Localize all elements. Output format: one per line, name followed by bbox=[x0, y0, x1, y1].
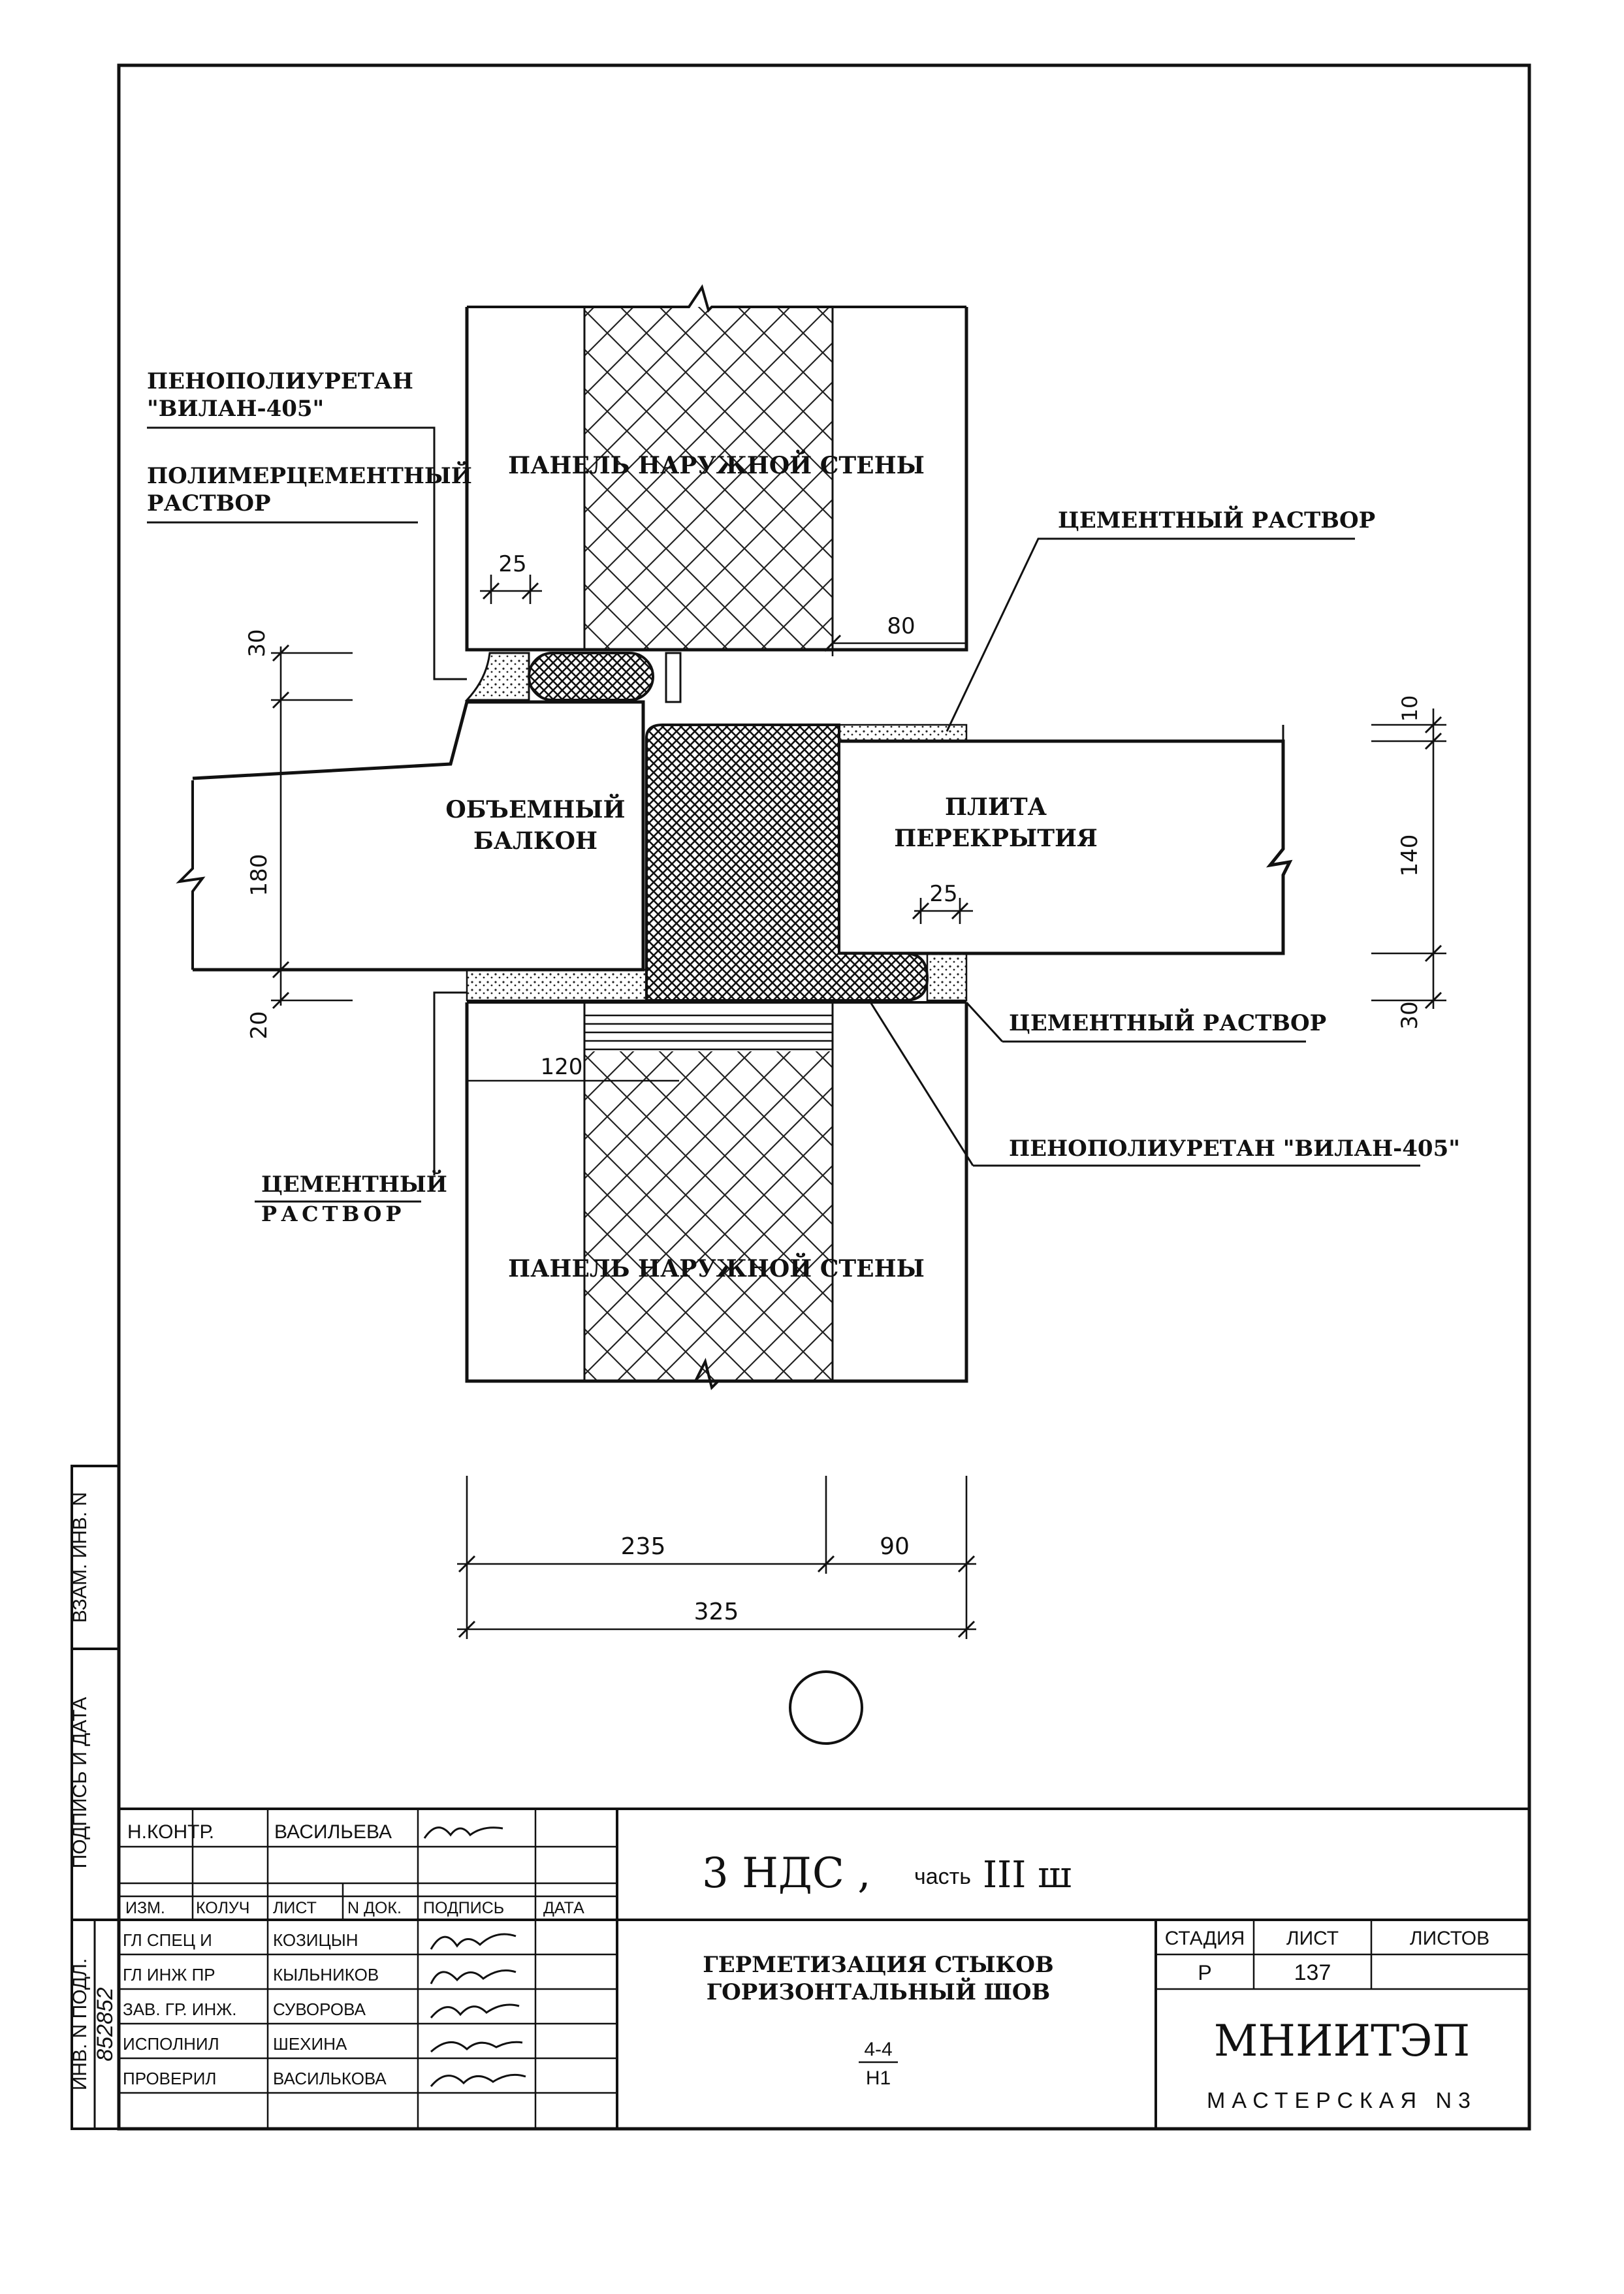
signatures bbox=[430, 1933, 526, 2087]
tb-sheet-head: ЛИСТ bbox=[1286, 1928, 1339, 1949]
stamp-inv-number: 852852 bbox=[93, 1987, 118, 2062]
tb-title-2: ГОРИЗОНТАЛЬНЫЙ ШОВ bbox=[707, 1977, 1051, 2005]
cement-mortar-bottom-right bbox=[926, 952, 968, 1002]
label-slab-1: ПЛИТА bbox=[945, 793, 1047, 821]
leader-lines bbox=[147, 426, 1420, 1203]
tb-part-word: часть bbox=[914, 1864, 971, 1889]
tb-col-ndok: N ДОК. bbox=[347, 1899, 402, 1917]
label-foam-top-2: "ВИЛАН-405" bbox=[147, 396, 324, 422]
dim-235: 235 bbox=[621, 1533, 666, 1560]
floor-slab bbox=[839, 725, 1293, 955]
tb-ncontr-label: Н.КОНТР. bbox=[127, 1821, 214, 1843]
dim-25-top: 25 bbox=[498, 551, 526, 577]
dim-25-slab: 25 bbox=[929, 881, 957, 907]
label-cement-left-2: РАСТВОР bbox=[261, 1202, 405, 1226]
tb-section-den: Н1 bbox=[866, 2067, 891, 2089]
label-upper-panel: ПАНЕЛЬ НАРУЖНОЙ СТЕНЫ bbox=[508, 450, 925, 479]
tb-ncontr-name: ВАСИЛЬЕВА bbox=[274, 1821, 392, 1843]
tb-workshop: МАСТЕРСКАЯ N3 bbox=[1207, 2088, 1477, 2113]
label-foam-bottom: ПЕНОПОЛИУРЕТАН "ВИЛАН-405" bbox=[1009, 1136, 1460, 1162]
stamp-inv-podl: ИНВ. N ПОДЛ. bbox=[69, 1958, 91, 2091]
tb-sheets-head: ЛИСТОВ bbox=[1410, 1928, 1489, 1949]
dim-20: 20 bbox=[246, 1011, 272, 1039]
label-cement-top: ЦЕМЕНТНЫЙ РАСТВОР bbox=[1058, 505, 1375, 534]
tb-col-data: ДАТА bbox=[543, 1899, 584, 1917]
polyurethane-core bbox=[645, 724, 929, 1002]
tb-section-num: 4-4 bbox=[864, 2039, 892, 2060]
label-balcony-1: ОБЪЕМНЫЙ bbox=[445, 794, 625, 823]
lower-wall-panel bbox=[465, 1001, 968, 1390]
cement-mortar-top-bed bbox=[838, 724, 968, 742]
tb-col-list: ЛИСТ bbox=[273, 1899, 317, 1917]
label-polymer-2: РАСТВОР bbox=[147, 490, 271, 517]
cement-mortar-bottom-left bbox=[466, 968, 648, 1002]
dim-10: 10 bbox=[1397, 695, 1422, 722]
staff-name-3: СУВОРОВА bbox=[273, 1999, 366, 2019]
dim-30-left: 30 bbox=[244, 629, 270, 657]
tb-org: МНИИТЭП bbox=[1214, 2016, 1470, 2066]
upper-wall-panel bbox=[465, 284, 968, 652]
tb-col-koluch: КОЛУЧ bbox=[196, 1899, 249, 1917]
label-slab-2: ПЕРЕКРЫТИЯ bbox=[894, 825, 1098, 852]
section-marker bbox=[789, 1670, 863, 1745]
joint-gap bbox=[665, 652, 682, 703]
stamp-inv-vzam: ВЗАМ. ИНВ. N bbox=[69, 1492, 91, 1623]
staff-name-4: ШЕХИНА bbox=[273, 2034, 347, 2054]
tb-part-num: III ш bbox=[983, 1854, 1072, 1896]
tb-col-izm: ИЗМ. bbox=[125, 1899, 165, 1917]
dim-325: 325 bbox=[694, 1599, 739, 1625]
title-block: Н.КОНТР. ВАСИЛЬЕВА ИЗМ. КОЛУЧ ЛИСТ N ДОК… bbox=[119, 1808, 1529, 2129]
staff-role-1: ГЛ СПЕЦ И bbox=[123, 1930, 212, 1950]
tb-stage: Р bbox=[1198, 1961, 1211, 1984]
sheet-frame bbox=[117, 63, 1531, 2131]
dim-90: 90 bbox=[880, 1533, 910, 1560]
tb-stage-head: СТАДИЯ bbox=[1165, 1928, 1245, 1949]
dimension-ticks bbox=[272, 582, 1442, 1638]
side-stamp: ВЗАМ. ИНВ. N ПОДПИСЬ И ДАТА ИНВ. N ПОДЛ.… bbox=[69, 1465, 120, 2130]
polymer-cement-mortar bbox=[464, 652, 530, 701]
staff-name-2: КЫЛЬНИКОВ bbox=[273, 1965, 379, 1984]
drawing-labels: ПЕНОПОЛИУРЕТАН "ВИЛАН-405" ПОЛИМЕРЦЕМЕНТ… bbox=[147, 368, 1460, 1282]
label-polymer-1: ПОЛИМЕРЦЕМЕНТНЫЙ bbox=[147, 461, 472, 489]
signature-ncontr bbox=[423, 1826, 503, 1839]
tb-sheet: 137 bbox=[1294, 1960, 1331, 1985]
dim-140: 140 bbox=[1397, 835, 1423, 877]
label-cement-right: ЦЕМЕНТНЫЙ РАСТВОР bbox=[1009, 1008, 1326, 1036]
dim-80: 80 bbox=[887, 613, 915, 639]
staff-role-3: ЗАВ. ГР. ИНЖ. bbox=[123, 1999, 236, 2019]
label-lower-panel: ПАНЕЛЬ НАРУЖНОЙ СТЕНЫ bbox=[508, 1253, 925, 1282]
tb-project: 3 НДС , bbox=[702, 1849, 871, 1898]
stamp-sign-date: ПОДПИСЬ И ДАТА bbox=[69, 1697, 91, 1869]
label-cement-left-1: ЦЕМЕНТНЫЙ bbox=[261, 1170, 447, 1198]
staff-role-5: ПРОВЕРИЛ bbox=[123, 2069, 216, 2088]
staff-name-5: ВАСИЛЬКОВА bbox=[273, 2069, 387, 2088]
tb-col-podpis: ПОДПИСЬ bbox=[423, 1899, 504, 1917]
dim-180: 180 bbox=[246, 854, 272, 897]
dim-30-right: 30 bbox=[1397, 1001, 1423, 1029]
dimension-values: 25 80 30 180 20 25 10 140 30 120 235 90 … bbox=[244, 551, 1423, 1625]
label-balcony-2: БАЛКОН bbox=[473, 827, 597, 855]
staff-role-2: ГЛ ИНЖ ПР bbox=[123, 1965, 215, 1984]
staff-role-4: ИСПОЛНИЛ bbox=[123, 2034, 219, 2054]
label-foam-top-1: ПЕНОПОЛИУРЕТАН bbox=[147, 368, 413, 394]
staff-name-1: КОЗИЦЫН bbox=[273, 1930, 358, 1950]
dim-120: 120 bbox=[541, 1054, 583, 1080]
tb-title-1: ГЕРМЕТИЗАЦИЯ СТЫКОВ bbox=[703, 1952, 1053, 1978]
foam-gasket-top bbox=[528, 652, 654, 701]
